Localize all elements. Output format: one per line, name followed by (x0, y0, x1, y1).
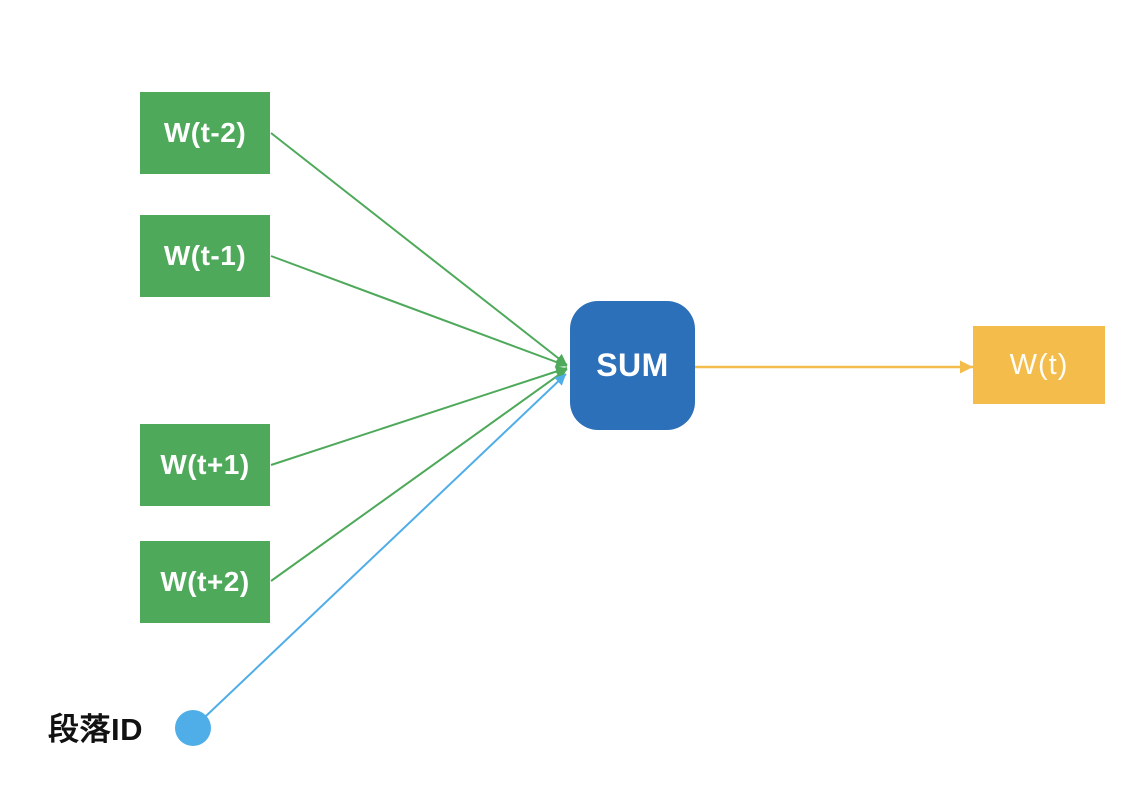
edge-paragraph-id-to-sum (205, 373, 567, 717)
edge-wt-minus1-to-sum (270, 255, 568, 368)
node-wt-minus2: W(t-2) (140, 92, 270, 174)
node-wt-plus1: W(t+1) (140, 424, 270, 506)
node-wt-minus1-label: W(t-1) (163, 240, 247, 271)
node-wt-output: W(t) (973, 326, 1105, 404)
node-wt-output-label: W(t) (1009, 348, 1069, 381)
node-sum-label: SUM (596, 347, 669, 383)
node-wt-plus1-label: W(t+1) (160, 449, 250, 480)
edge-wt-minus2-to-sum (270, 132, 568, 366)
edge-wt-plus1-to-sum (270, 366, 568, 466)
node-sum: SUM (570, 301, 695, 430)
node-wt-minus1: W(t-1) (140, 215, 270, 297)
node-wt-plus2-label: W(t+2) (160, 566, 250, 597)
paragraph-id-label: 段落ID (48, 712, 143, 747)
edge-wt-plus2-to-sum (270, 368, 568, 582)
node-wt-minus2-label: W(t-2) (163, 117, 247, 148)
node-wt-plus2: W(t+2) (140, 541, 270, 623)
paragraph-id-dot (175, 710, 211, 746)
